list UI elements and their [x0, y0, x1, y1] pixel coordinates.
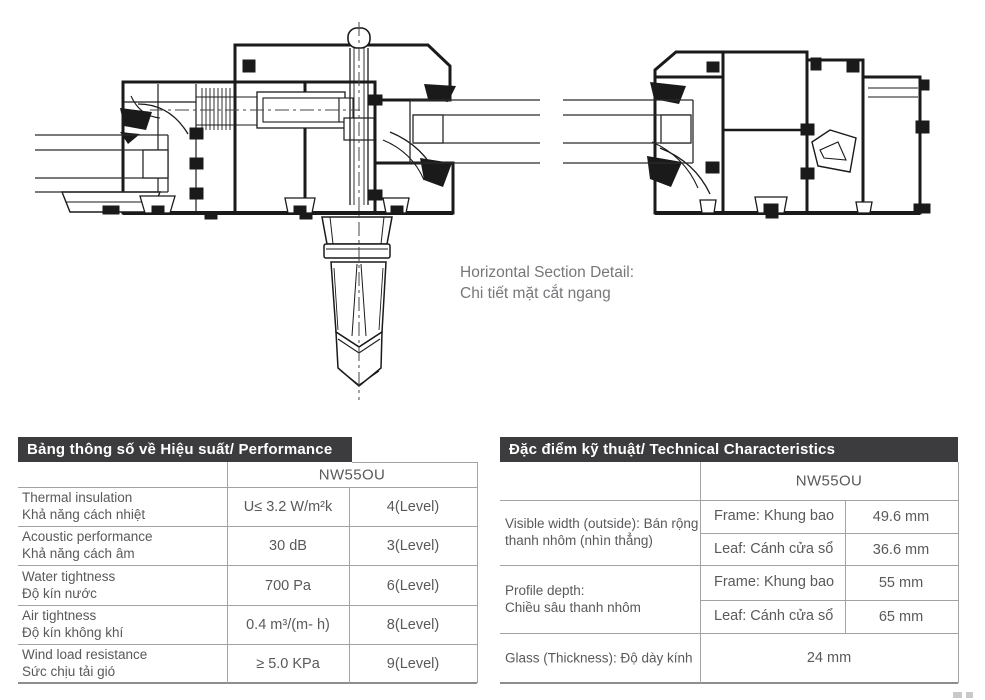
row-label-en: Acoustic performance: [22, 529, 153, 544]
divider: [227, 462, 228, 683]
row-label-vi: Sức chịu tải gió: [22, 664, 116, 679]
row-label-en: Wind load resistance: [22, 647, 148, 662]
drawing-caption-line1: Horizontal Section Detail:: [460, 264, 635, 281]
divider: [18, 565, 477, 566]
divider: [700, 600, 958, 601]
divider: [958, 462, 959, 683]
row-level: 8(Level): [386, 617, 440, 633]
row-label-vi: Khả năng cách nhiệt: [22, 507, 146, 522]
part-label: Leaf: Cánh cửa sổ: [714, 541, 834, 557]
performance-table-title: Bảng thông số về Hiệu suất/ Performance: [18, 437, 352, 462]
divider: [18, 682, 477, 684]
table-row-label: Acoustic performance Khả năng cách âm: [22, 528, 153, 562]
row-level: 6(Level): [386, 578, 440, 594]
row-label-en: Thermal insulation: [22, 490, 133, 505]
divider: [18, 526, 477, 527]
row-label-vi: Khả năng cách âm: [22, 546, 135, 561]
divider: [500, 633, 958, 634]
divider: [500, 500, 958, 501]
row-value: U≤ 3.2 W/m²k: [243, 499, 333, 515]
divider: [500, 565, 958, 566]
group-label: Profile depth: Chiều sâu thanh nhôm: [505, 582, 641, 616]
part-value: 55 mm: [878, 575, 924, 591]
table-row-label: Wind load resistance Sức chịu tải gió: [22, 646, 147, 680]
divider: [349, 487, 350, 683]
glass-row-value: 24 mm: [806, 650, 852, 666]
divider: [352, 462, 477, 463]
row-value: 700 Pa: [265, 578, 311, 594]
divider: [845, 500, 846, 633]
part-label: Frame: Khung bao: [714, 574, 835, 590]
divider: [700, 533, 958, 534]
divider: [500, 682, 958, 684]
group-label-line1: Profile depth:: [505, 583, 585, 598]
group-label: Visible width (outside): Bán rộng thanh …: [505, 515, 698, 549]
group-label-line2: thanh nhôm (nhìn thẳng): [505, 533, 653, 548]
row-value: ≥ 5.0 KPa: [256, 656, 320, 672]
row-level: 3(Level): [386, 538, 440, 554]
group-label-line1: Visible width (outside): Bán rộng: [505, 516, 699, 531]
row-label-en: Air tightness: [22, 608, 97, 623]
group-label-line2: Chiều sâu thanh nhôm: [505, 600, 641, 615]
table-row-label: Water tightness Độ kín nước: [22, 568, 115, 602]
row-label-vi: Độ kín nước: [22, 586, 97, 601]
part-value: 49.6 mm: [872, 509, 930, 525]
row-level: 4(Level): [386, 499, 440, 515]
drawing-caption: Horizontal Section Detail: Chi tiết mặt …: [460, 262, 634, 304]
divider: [18, 644, 477, 645]
characteristics-column-header: NW55OU: [795, 472, 863, 490]
row-label-en: Water tightness: [22, 569, 116, 584]
part-value: 65 mm: [878, 609, 924, 625]
divider: [477, 462, 478, 683]
part-label: Frame: Khung bao: [714, 508, 835, 524]
row-value: 30 dB: [269, 538, 307, 554]
divider: [18, 487, 477, 488]
table-row-label: Thermal insulation Khả năng cách nhiệt: [22, 489, 145, 523]
row-label-vi: Độ kín không khí: [22, 625, 124, 640]
part-value: 36.6 mm: [872, 542, 930, 558]
table-row-label: Air tightness Độ kín không khí: [22, 607, 123, 641]
divider: [700, 462, 701, 683]
performance-column-header: NW55OU: [318, 466, 386, 484]
row-value: 0.4 m³/(m- h): [246, 617, 330, 633]
drawing-caption-line2: Chi tiết mặt cắt ngang: [460, 285, 611, 302]
glass-row-label: Glass (Thickness): Độ dày kính: [505, 650, 693, 666]
technical-drawing: [35, 22, 931, 400]
characteristics-table-title: Đặc điểm kỹ thuật/ Technical Characteris…: [500, 437, 958, 462]
row-level: 9(Level): [386, 656, 440, 672]
part-label: Leaf: Cánh cửa sổ: [714, 608, 834, 624]
divider: [18, 605, 477, 606]
